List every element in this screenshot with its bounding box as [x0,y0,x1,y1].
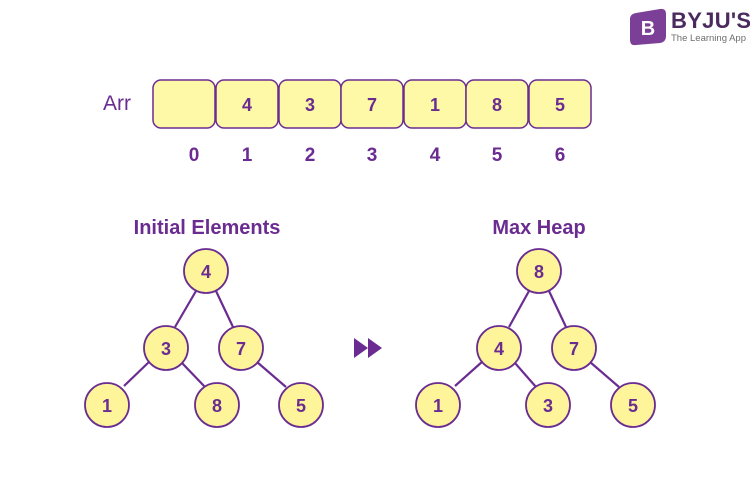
logo-tagline: The Learning App [671,33,746,44]
tree-node: 5 [278,382,324,428]
array-index: 2 [305,145,316,166]
array-indices: 0 1 2 3 4 5 6 [189,145,566,166]
logo-brand: BYJU'S [671,8,750,33]
tree-node-value: 3 [161,339,171,359]
tree-node: 1 [84,382,130,428]
tree-node-value: 4 [201,262,211,282]
array-index: 6 [555,145,566,166]
array-cell [152,79,216,129]
tree-node-value: 1 [102,396,112,416]
tree-edge [181,362,206,388]
initial-tree-title: Initial Elements [134,217,281,239]
array-cell-value: 5 [555,95,565,115]
tree-node-value: 8 [534,262,544,282]
array-cell: 3 [278,79,342,129]
array-index: 5 [492,145,503,166]
tree-node-value: 7 [236,339,246,359]
tree-node-value: 8 [212,396,222,416]
array-cell: 1 [403,79,467,129]
fast-forward-icon [354,338,382,358]
tree-node: 8 [516,248,562,294]
tree-node: 7 [218,325,264,371]
array-index: 1 [242,145,253,166]
tree-edges [123,290,287,388]
tree-edge [123,360,151,387]
tree-edge [514,362,537,388]
tree-node: 3 [143,325,189,371]
tree-node-value: 5 [628,396,638,416]
array-index: 4 [430,145,441,166]
array-cell: 4 [215,79,279,129]
byjus-logo: B BYJU'S The Learning App [630,8,750,46]
tree-node-value: 5 [296,396,306,416]
tree-edge [454,360,484,387]
tree-edge [548,290,567,328]
tree-node-value: 1 [433,396,443,416]
array-index: 0 [189,145,200,166]
tree-edge [589,361,620,388]
tree-node: 8 [194,382,240,428]
array-label: Arr [103,92,131,115]
array-index: 3 [367,145,378,166]
tree-edge [256,361,287,388]
array-cell-value: 8 [492,95,502,115]
tree-edge [174,290,197,328]
array-cell: 7 [340,79,404,129]
tree-edge [215,290,234,328]
tree-node-value: 7 [569,339,579,359]
max-heap-title: Max Heap [492,217,585,239]
initial-tree: 4 3 7 1 8 5 [84,248,324,428]
tree-node: 7 [551,325,597,371]
tree-edge [508,290,530,328]
tree-node: 3 [525,382,571,428]
logo-badge-icon: B [630,8,666,46]
array-cell-value: 1 [430,95,440,115]
tree-node: 1 [415,382,461,428]
max-heap-tree: 8 4 7 1 3 5 [415,248,656,428]
array-cell: 8 [465,79,529,129]
tree-node-value: 3 [543,396,553,416]
tree-node: 5 [610,382,656,428]
array-cell-value: 4 [242,95,252,115]
tree-node-value: 4 [494,339,504,359]
array-cell-value: 3 [305,95,315,115]
logo-glyph: B [641,18,655,40]
array-cells: 4 3 7 1 8 5 [152,79,592,129]
tree-node: 4 [183,248,229,294]
array-cell-value: 7 [367,95,377,115]
tree-node: 4 [476,325,522,371]
array-cell: 5 [528,79,592,129]
tree-edges [454,290,620,388]
